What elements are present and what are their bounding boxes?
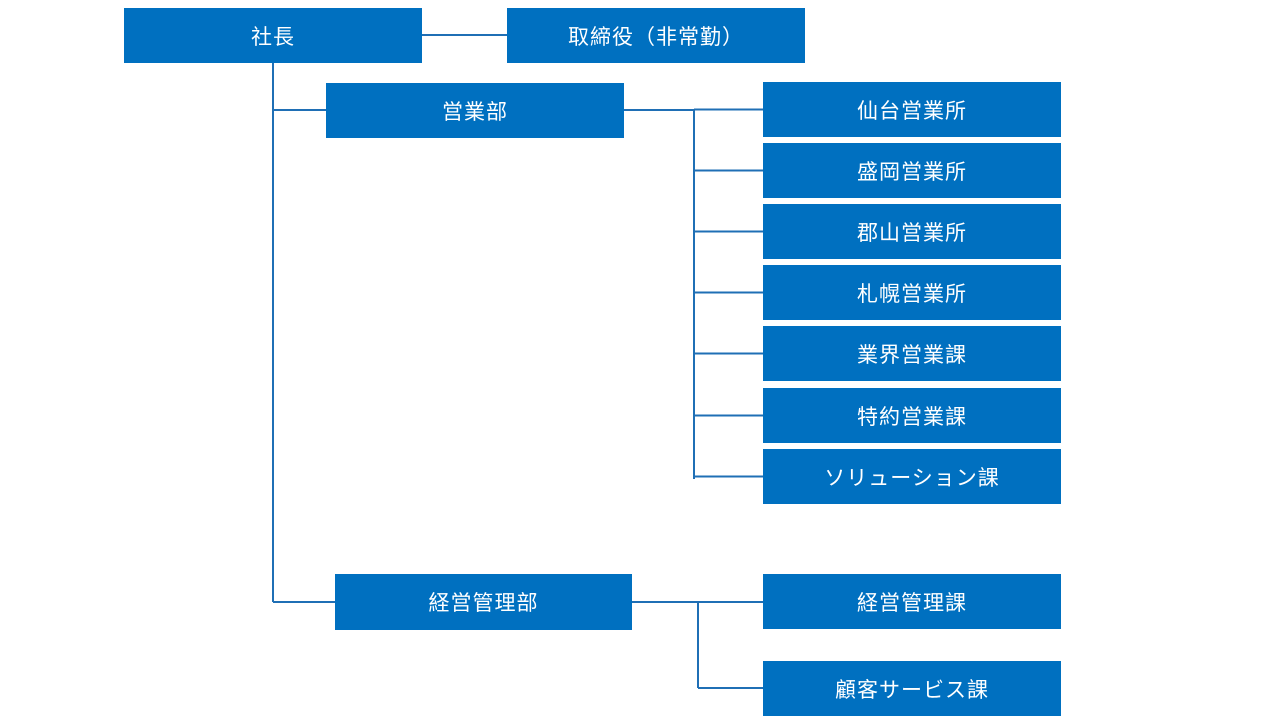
management-unit-customer-service: 顧客サービス課 [763,661,1061,716]
management-dept-box: 経営管理部 [335,574,632,630]
president-box: 社長 [124,8,422,63]
sales-unit-morioka: 盛岡営業所 [763,143,1061,198]
management-unit-admin: 経営管理課 [763,574,1061,629]
sales-unit-agency: 特約営業課 [763,388,1061,443]
sales-unit-solution: ソリューション課 [763,449,1061,504]
sales-unit-industry: 業界営業課 [763,326,1061,381]
sales-dept-box: 営業部 [326,83,624,138]
sales-unit-sapporo: 札幌営業所 [763,265,1061,320]
sales-unit-sendai: 仙台営業所 [763,82,1061,137]
sales-unit-koriyama: 郡山営業所 [763,204,1061,259]
director-box: 取締役（非常勤） [507,8,805,63]
